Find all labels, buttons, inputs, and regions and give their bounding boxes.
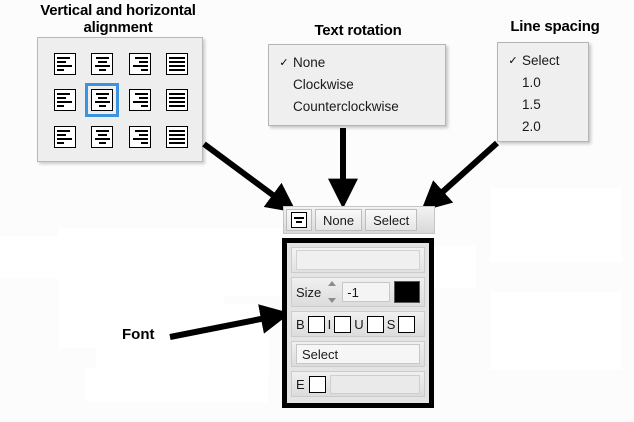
background-block-6 <box>430 246 476 288</box>
font-select-dropdown[interactable]: Select <box>296 344 420 364</box>
background-block-1 <box>58 228 282 296</box>
style-label-underline: U <box>354 316 364 332</box>
spacing-menu-item-2[interactable]: 1.5 <box>502 93 588 115</box>
align-cell-top-center[interactable] <box>84 46 122 82</box>
align-middle-right-icon <box>128 89 151 112</box>
toolbar-spacing-button[interactable]: Select <box>365 209 418 231</box>
font-name-row[interactable] <box>291 247 425 273</box>
rotation-menu-item-0[interactable]: ✓ None <box>273 51 445 73</box>
spinner-up-icon[interactable] <box>327 281 336 286</box>
style-checkbox-strikethrough[interactable] <box>398 315 416 333</box>
spacing-menu-item-label: 1.0 <box>522 74 541 90</box>
style-checkbox-underline[interactable] <box>366 315 384 333</box>
check-icon: ✓ <box>508 54 518 67</box>
style-checkbox-italic[interactable] <box>334 315 352 333</box>
style-label-bold: B <box>296 316 305 332</box>
toolbar-rotation-button[interactable]: None <box>315 209 363 231</box>
align-top-justify-icon <box>166 53 189 76</box>
align-bottom-justify-icon <box>166 125 189 148</box>
style-label-italic: I <box>327 316 332 332</box>
check-icon: ✓ <box>279 56 289 69</box>
rotation-menu-item-label: None <box>293 54 326 70</box>
style-checkbox-bold[interactable] <box>307 315 325 333</box>
background-block-8 <box>490 292 622 370</box>
font-size-label: Size <box>296 284 322 300</box>
align-top-center-icon <box>91 53 114 76</box>
align-top-right-icon <box>128 53 151 76</box>
align-bottom-center-icon <box>91 125 114 148</box>
spacing-menu-item-3[interactable]: 2.0 <box>502 115 588 137</box>
align-top-left-icon <box>53 53 76 76</box>
effect-checkbox[interactable] <box>308 375 326 393</box>
font-select-row[interactable]: Select <box>291 341 425 367</box>
font-name-input[interactable] <box>296 250 420 270</box>
alignment-selection-ring <box>85 83 120 118</box>
align-middle-center-icon <box>91 89 114 112</box>
rotation-menu-item-1[interactable]: Clockwise <box>273 73 445 95</box>
line-spacing-menu[interactable]: ✓ Select 1.0 1.5 2.0 <box>497 42 589 142</box>
align-cell-middle-justify[interactable] <box>159 82 197 118</box>
spacing-callout-title: Line spacing <box>482 18 628 35</box>
spacing-menu-item-label: 2.0 <box>522 118 541 134</box>
background-block-7 <box>490 188 622 262</box>
alignment-callout-title: Vertical and horizontal alignment <box>18 2 218 36</box>
spacing-menu-item-label: 1.5 <box>522 96 541 112</box>
rotation-callout-title: Text rotation <box>272 22 444 39</box>
toolbar-alignment-button[interactable] <box>286 209 312 231</box>
background-block-5 <box>0 236 60 278</box>
font-panel[interactable]: Size -1 B I U S Select E <box>282 238 434 408</box>
spacing-menu-item-1[interactable]: 1.0 <box>502 71 588 93</box>
spinner-down-icon[interactable] <box>327 298 336 303</box>
spacing-menu-item-label: Select <box>522 52 560 68</box>
align-bottom-left-icon <box>53 125 76 148</box>
font-size-row[interactable]: Size -1 <box>291 277 425 307</box>
align-cell-bottom-right[interactable] <box>121 119 159 155</box>
align-center-icon <box>291 212 307 228</box>
rotation-menu-item-label: Counterclockwise <box>293 98 399 114</box>
align-cell-top-left[interactable] <box>46 46 84 82</box>
align-cell-middle-left[interactable] <box>46 82 84 118</box>
font-size-input[interactable]: -1 <box>342 282 390 302</box>
align-cell-middle-center[interactable] <box>84 82 122 118</box>
alignment-title-line-2: alignment <box>83 19 153 36</box>
rotation-menu-item-2[interactable]: Counterclockwise <box>273 95 445 117</box>
alignment-grid[interactable] <box>46 46 196 155</box>
alignment-grid-panel[interactable] <box>37 37 203 162</box>
align-cell-bottom-justify[interactable] <box>159 119 197 155</box>
effect-label: E <box>296 376 305 392</box>
font-color-swatch[interactable] <box>394 281 420 303</box>
font-effect-row[interactable]: E <box>291 371 425 397</box>
spacing-title-text: Line spacing <box>510 18 600 35</box>
align-bottom-right-icon <box>128 125 151 148</box>
align-cell-top-justify[interactable] <box>159 46 197 82</box>
spacing-menu-item-0[interactable]: ✓ Select <box>502 49 588 71</box>
align-cell-top-right[interactable] <box>121 46 159 82</box>
font-callout-label: Font <box>122 326 154 343</box>
align-middle-left-icon <box>53 89 76 112</box>
align-middle-justify-icon <box>166 89 189 112</box>
rotation-title-text: Text rotation <box>314 22 402 39</box>
align-cell-middle-right[interactable] <box>121 82 159 118</box>
rotation-menu-item-label: Clockwise <box>293 76 354 92</box>
align-cell-bottom-center[interactable] <box>84 119 122 155</box>
effect-value-field[interactable] <box>329 374 420 394</box>
alignment-title-line-1: Vertical and horizontal <box>40 2 196 19</box>
font-label-text: Font <box>122 326 155 343</box>
font-size-spinner[interactable] <box>325 281 338 303</box>
background-block-4 <box>86 368 268 402</box>
format-toolbar[interactable]: None Select <box>283 206 435 234</box>
align-cell-bottom-left[interactable] <box>46 119 84 155</box>
style-label-strikethrough: S <box>386 316 396 332</box>
